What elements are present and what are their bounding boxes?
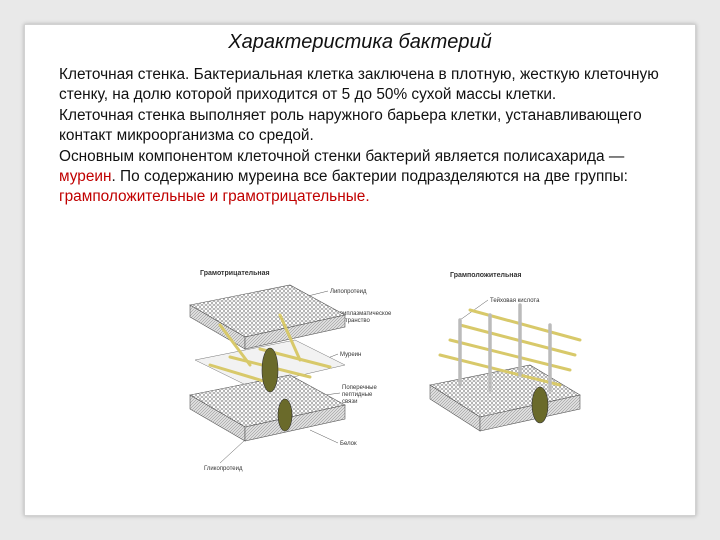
label-glycoprotein: Гликопротеид [204,466,243,472]
paragraph-murein-lead: Основным компонентом клеточной стенки ба… [59,147,625,165]
slide-title: Характеристика бактерий [228,31,492,53]
label-crosslinks-2: пептидные [342,392,373,398]
label-murein: Муреин [340,352,361,358]
label-gram-positive: Грамположительная [450,272,521,279]
label-teichoic: Тейховая кислота [490,297,540,304]
label-gram-negative: Грамотрицательная [200,270,270,277]
cell-wall-diagram: Грамотрицательная Грамположительная Липо… [189,270,582,472]
label-periplasm-2: пространство [332,318,371,324]
paragraph-murein-mid: . По содержанию муреина все бактерии под… [111,168,628,186]
gram-groups-term: грамположительные и грамотрицательные. [59,188,370,206]
label-protein: Белок [340,441,357,447]
label-crosslinks-1: Поперечные [342,385,377,391]
slide: Характеристика бактерий Клеточная стенка… [24,24,696,516]
label-lipoprotein: Липопротеид [330,289,367,295]
gram-negative-model [189,284,346,442]
gram-positive-model [429,303,582,432]
paragraph-barrier: Клеточная стенка выполняет роль наружног… [59,106,642,145]
paragraph-murein: Основным компонентом клеточной стенки ба… [59,147,669,208]
paragraph-cell-wall: Клеточная стенка. Бактериальная клетка з… [59,66,659,104]
murein-term: муреин [59,168,112,186]
body-text: Клеточная стенка. Бактериальная клетка з… [59,65,669,208]
label-crosslinks-3: связи [342,399,357,405]
label-periplasm-1: Периплазматическое [332,311,392,317]
